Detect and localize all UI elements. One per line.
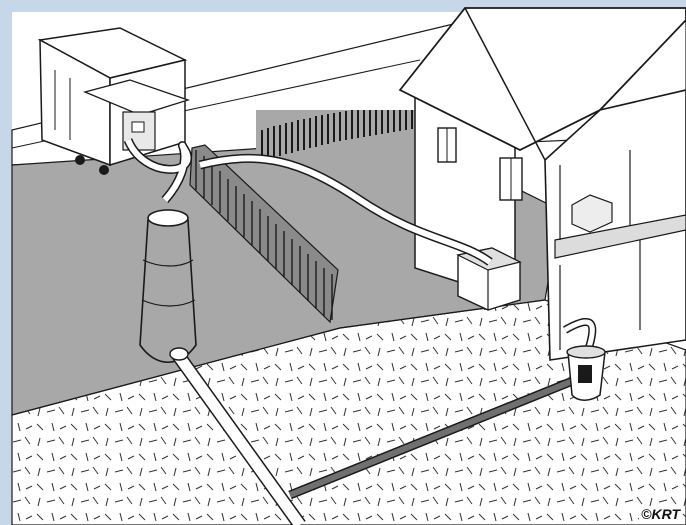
hose-icon [123,137,597,362]
house-icon [398,7,686,361]
credit-label: ©KRT [639,506,682,522]
pump-truck-icon [37,27,191,175]
side-fence-icon [189,144,339,324]
tank-icon [139,209,197,363]
back-fence-icon [256,110,416,162]
armchair-icon [571,194,613,233]
sump-pump-icon [566,345,606,401]
yard-ground [11,299,686,525]
sewer-pipe-icon [169,347,582,525]
